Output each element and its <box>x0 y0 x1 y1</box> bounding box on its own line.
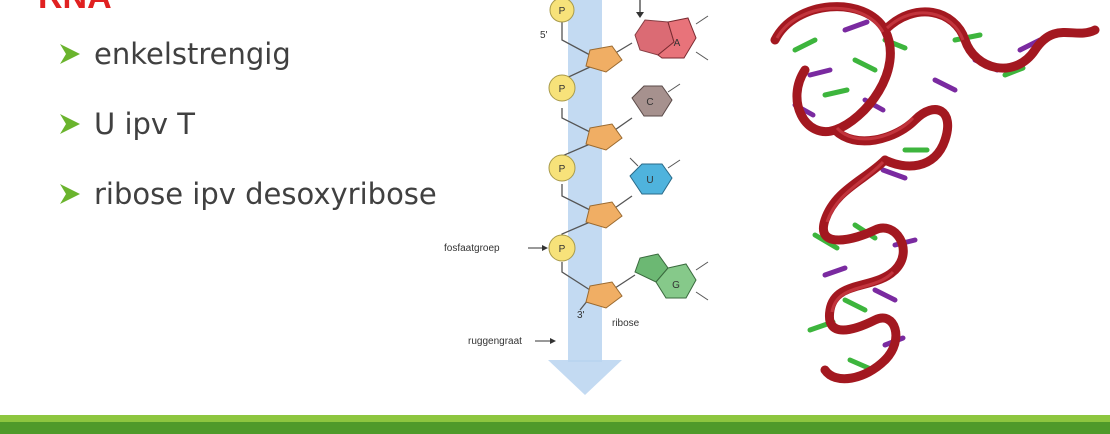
svg-text:C: C <box>646 97 653 108</box>
prime-5-label: 5' <box>540 30 548 41</box>
base-C: C <box>631 83 681 117</box>
backbone-label: ruggengraat <box>468 336 522 347</box>
ribose-label: ribose <box>612 318 640 329</box>
arrow-bullet-icon <box>60 184 80 204</box>
base-G: G <box>634 253 709 301</box>
bullet-item: U ipv T <box>58 100 437 148</box>
bullet-text: U ipv T <box>94 107 196 141</box>
svg-text:P: P <box>559 244 566 255</box>
svg-text:U: U <box>646 175 653 186</box>
phosphate: P <box>549 0 575 23</box>
bullet-item: ribose ipv desoxyribose <box>58 170 437 218</box>
arrow-bullet-icon <box>60 44 80 64</box>
phosphate-group-label: fosfaatgroep <box>444 243 500 254</box>
arrow-bullet-icon <box>60 114 80 134</box>
ribbon-highlight <box>775 6 965 313</box>
phosphate: P <box>548 154 576 182</box>
svg-text:A: A <box>674 38 681 49</box>
trna-3d-structure <box>770 2 1100 384</box>
svg-text:P: P <box>559 6 566 17</box>
svg-text:G: G <box>672 280 680 291</box>
bullet-text: enkelstrengig <box>94 37 291 71</box>
footer-band-dark <box>0 422 1110 434</box>
ribose-sugar <box>585 45 623 309</box>
footer-band-light <box>0 415 1110 422</box>
rna-strand-diagram: P P P P A C U G <box>444 0 709 395</box>
prime-3-label: 3' <box>577 310 585 321</box>
phosphate: P <box>548 234 576 262</box>
bullet-list: enkelstrengig U ipv T ribose ipv desoxyr… <box>58 30 437 240</box>
base-U: U <box>629 157 681 195</box>
svg-text:P: P <box>559 84 566 95</box>
phosphate: P <box>548 74 576 102</box>
base-A: A <box>634 15 709 61</box>
bullet-item: enkelstrengig <box>58 30 437 78</box>
svg-text:P: P <box>559 164 566 175</box>
bullet-text: ribose ipv desoxyribose <box>94 177 437 211</box>
slide-title: RNA <box>38 0 112 17</box>
